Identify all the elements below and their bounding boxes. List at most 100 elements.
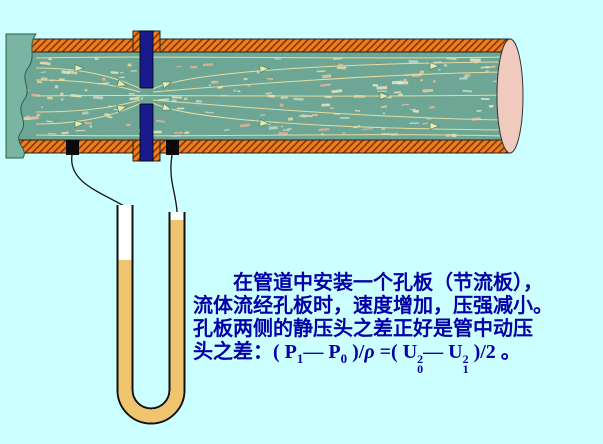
speckle bbox=[357, 125, 360, 127]
speckle bbox=[318, 127, 330, 132]
speckle bbox=[36, 113, 41, 116]
speckle bbox=[176, 107, 185, 110]
speckle bbox=[247, 85, 251, 87]
speckle bbox=[392, 80, 403, 85]
flow-arrow bbox=[116, 79, 128, 87]
speckle bbox=[204, 111, 214, 114]
speckle bbox=[61, 70, 71, 75]
pipe-top-wall bbox=[9, 38, 511, 53]
speckle bbox=[429, 106, 435, 109]
caption-line-3: 孔板两侧的静压头之差正好是管中动压 bbox=[193, 318, 533, 340]
speckle bbox=[265, 92, 273, 95]
speckle bbox=[278, 131, 288, 135]
speckle bbox=[419, 70, 424, 74]
speckle bbox=[280, 125, 284, 128]
speckle bbox=[94, 57, 99, 61]
speckle bbox=[432, 79, 436, 83]
speckle bbox=[322, 74, 332, 79]
speckle bbox=[41, 71, 47, 74]
speckle bbox=[410, 108, 416, 111]
manometer-liquid bbox=[118, 220, 184, 423]
speckle bbox=[268, 126, 278, 130]
speckle bbox=[274, 57, 281, 60]
speckle bbox=[155, 119, 165, 123]
speckle bbox=[175, 65, 182, 68]
speckle bbox=[127, 63, 132, 67]
speckle bbox=[393, 91, 401, 94]
orifice-plate-upper bbox=[139, 30, 154, 89]
formula-u1-sup: 2 bbox=[462, 352, 469, 366]
speckle bbox=[377, 90, 387, 93]
speckle bbox=[480, 97, 490, 101]
speckle bbox=[372, 83, 379, 87]
formula-u0-sub: 0 bbox=[417, 362, 424, 376]
speckle bbox=[84, 88, 88, 92]
caption-line-2: 流体流经孔板时，速度增加，压强减小。 bbox=[193, 295, 553, 317]
flow-arrow bbox=[74, 120, 85, 128]
formula-p1-sub: 1 bbox=[296, 351, 304, 366]
speckle bbox=[420, 78, 423, 82]
speckle bbox=[465, 73, 471, 77]
flow-arrow bbox=[116, 105, 128, 113]
speckle bbox=[39, 61, 50, 66]
speckle bbox=[190, 66, 198, 69]
speckle bbox=[382, 112, 386, 115]
speckle bbox=[171, 96, 183, 99]
streamlines bbox=[35, 56, 506, 137]
formula-u1-sub: 1 bbox=[462, 362, 469, 376]
caption-line-1: 在管道中安装一个孔板（节流板）， bbox=[233, 272, 543, 294]
speckle bbox=[151, 130, 162, 134]
speckle bbox=[60, 92, 64, 96]
tap-line-left bbox=[71, 154, 125, 207]
speckle bbox=[376, 86, 388, 90]
speckle bbox=[75, 129, 85, 132]
speckle bbox=[330, 107, 335, 110]
formula-u0-sup: 2 bbox=[417, 352, 424, 366]
flow-arrow bbox=[429, 62, 440, 70]
speckle bbox=[84, 121, 92, 125]
streamline-converging-lower-2 bbox=[35, 99, 141, 113]
speckle bbox=[37, 81, 43, 84]
streamline-top-boundary bbox=[35, 56, 506, 59]
streamline-diverging-lower-2 bbox=[152, 99, 506, 121]
speckle bbox=[129, 96, 140, 101]
speckle bbox=[47, 133, 57, 135]
streamline-converging-upper-2 bbox=[35, 79, 141, 93]
flow-arrow bbox=[379, 92, 390, 100]
flow-arrow bbox=[429, 122, 440, 130]
flow-arrow bbox=[161, 81, 173, 89]
speckle bbox=[92, 95, 104, 100]
speckle bbox=[233, 89, 236, 92]
speckle bbox=[321, 103, 330, 107]
speckle bbox=[61, 131, 69, 135]
pressure-tap-downstream bbox=[166, 140, 179, 155]
pipe-bottom-wall bbox=[9, 139, 511, 154]
speckle bbox=[140, 97, 144, 100]
speckle bbox=[212, 80, 216, 83]
flow-arrow bbox=[161, 103, 173, 111]
speckle bbox=[301, 114, 313, 118]
speckle bbox=[288, 117, 294, 121]
flow-arrow bbox=[259, 119, 270, 127]
speckle bbox=[311, 113, 318, 117]
speckle bbox=[110, 71, 119, 75]
speckle bbox=[293, 97, 304, 101]
streamline-diverging-upper-2 bbox=[152, 71, 506, 93]
formula-p0-sub: 0 bbox=[340, 351, 348, 366]
speckle bbox=[102, 77, 106, 81]
speckle bbox=[237, 90, 241, 93]
streamline-converging-lower bbox=[35, 102, 142, 125]
speckle bbox=[243, 78, 248, 81]
speckle bbox=[26, 115, 30, 118]
speckle bbox=[336, 66, 346, 70]
fluid-texture bbox=[15, 56, 502, 138]
formula-prefix: 头之差：( P bbox=[193, 341, 297, 363]
speckle bbox=[381, 128, 386, 130]
speckle bbox=[316, 70, 326, 73]
speckle bbox=[28, 116, 39, 120]
speckle bbox=[82, 111, 89, 115]
speckle bbox=[125, 123, 131, 127]
